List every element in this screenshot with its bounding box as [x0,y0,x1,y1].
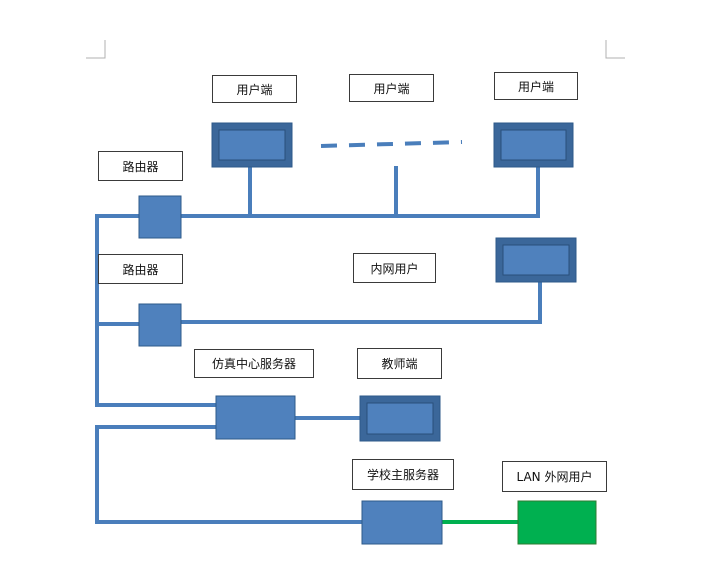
monitor-intranet-user [495,237,577,283]
label-lan-external-user: LAN 外网用户 [502,461,607,492]
link-clients-dashed [320,140,463,148]
monitor-teacher-client [359,395,441,442]
label-intranet-user: 内网用户 [353,253,436,283]
router-bottom-node [138,303,182,347]
monitor-client-right [493,122,574,168]
school-main-server-node [361,500,443,545]
lan-external-user-node [517,500,597,545]
label-router-bottom: 路由器 [98,254,183,284]
label-client-right: 用户端 [494,72,578,100]
label-teacher-client: 教师端 [357,348,442,379]
router-top-node [138,195,182,239]
label-client-left: 用户端 [212,75,297,103]
label-school-main-server: 学校主服务器 [352,459,454,490]
label-simulation-server: 仿真中心服务器 [194,349,314,378]
label-client-middle: 用户端 [349,74,434,102]
monitor-client-left [211,122,293,168]
simulation-server-node [215,395,296,440]
page-corner-marks [86,40,625,59]
label-router-top: 路由器 [98,151,183,181]
connection-lines [95,165,542,524]
